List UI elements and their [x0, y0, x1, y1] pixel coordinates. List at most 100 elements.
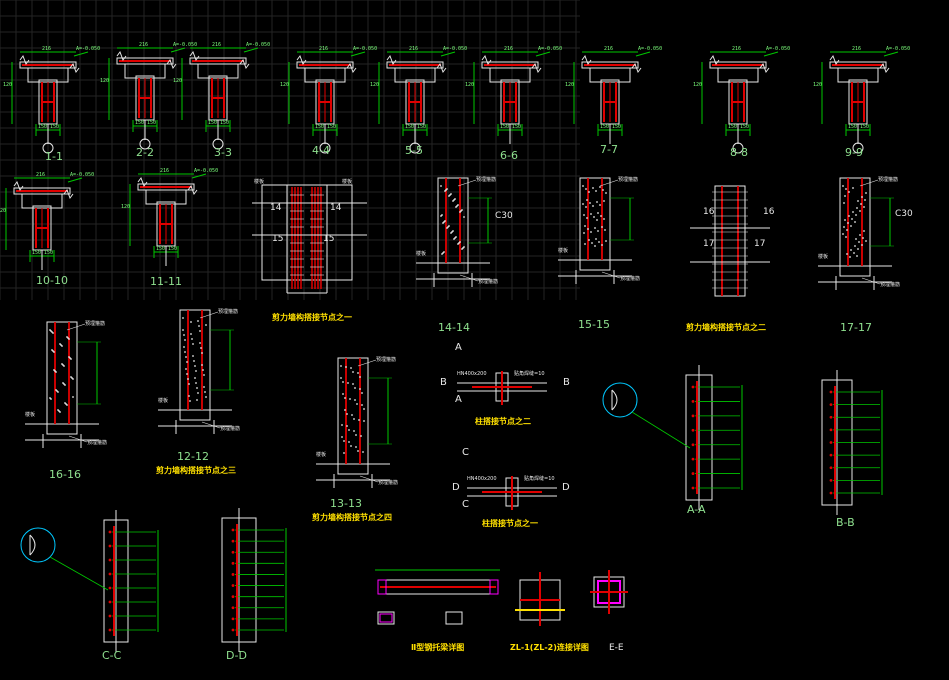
hatch-dot: [72, 396, 74, 398]
node-number: 14: [330, 203, 342, 213]
node-title: 剪力墙构搭接节点之一: [272, 312, 352, 322]
bolt: [108, 530, 112, 534]
hatch-dot: [352, 371, 354, 373]
hatch-dot: [191, 338, 193, 340]
hatch-dot: [597, 230, 599, 232]
hatch-dot: [343, 440, 345, 442]
hatch-dot: [189, 400, 191, 402]
leader-line: [631, 411, 691, 449]
hatch-dot: [448, 225, 450, 227]
hatch-dot: [584, 243, 586, 245]
cad-path: [137, 176, 148, 188]
detail-callout: [602, 382, 638, 418]
hatch-dot: [588, 239, 590, 241]
bolt: [108, 572, 112, 576]
hatch-dot: [598, 241, 600, 243]
cad-path: [818, 265, 892, 277]
cad-annotation: 贴角焊缝=10: [514, 370, 545, 377]
cad-annotation: 150 150: [135, 120, 156, 126]
hatch-dot: [594, 245, 596, 247]
hatch-dot: [347, 382, 349, 384]
hatch-dot: [359, 388, 361, 390]
plate-section: [379, 613, 393, 623]
hatch-dot: [188, 383, 190, 385]
hatch-dot: [597, 212, 599, 214]
hatch-dot: [355, 446, 357, 448]
hatch-dot: [582, 203, 584, 205]
section-label: 14-14: [438, 321, 470, 334]
cad-path: [29, 534, 36, 556]
hatch-dot: [343, 452, 345, 454]
hatch-dot: [850, 249, 852, 251]
hatch-dot: [584, 225, 586, 227]
dim-line: [191, 173, 207, 179]
hatch-dot: [857, 248, 859, 250]
hatch-dot: [201, 352, 203, 354]
hatch-dot: [203, 374, 205, 376]
hatch-dot: [599, 186, 601, 188]
hatch-dot: [182, 317, 184, 319]
bolt: [231, 628, 235, 632]
cad-path: [436, 62, 447, 74]
hatch-dot: [596, 219, 598, 221]
cad-path: [166, 58, 177, 70]
hatch-dot: [205, 396, 207, 398]
dim-line: [883, 51, 899, 57]
hatch-dot: [585, 206, 587, 208]
hatch-dot: [842, 185, 844, 187]
end-plate: [489, 579, 499, 595]
section-label: 5-5: [405, 144, 423, 157]
hatch-dot: [848, 191, 850, 193]
cad-rect: [839, 177, 871, 267]
cad-annotation: 预埋箍筋: [880, 281, 900, 288]
cad-rect: [445, 611, 463, 625]
cad-annotation: 楼板: [158, 397, 168, 404]
bolt: [691, 400, 695, 403]
end-plate: [377, 579, 387, 595]
hatch-dot: [195, 382, 197, 384]
hatch-dot: [859, 210, 861, 212]
cad-path: [386, 54, 397, 66]
hatch-dot: [582, 185, 584, 187]
cad-annotation: A=-0.050: [353, 46, 377, 52]
bolt: [691, 486, 695, 490]
hatch-dot: [463, 246, 465, 248]
hatch-dot: [359, 376, 361, 378]
hatch-dot: [848, 215, 850, 217]
cad-annotation: 楼板: [558, 247, 568, 254]
bolt: [829, 466, 833, 470]
hatch-dot: [858, 241, 860, 243]
dim-line: [73, 51, 89, 57]
cad-path: [829, 54, 840, 66]
node-title: 柱搭接节点之一: [482, 518, 538, 528]
hatch-dot: [355, 434, 357, 436]
section-label: 6-6: [500, 149, 518, 162]
hatch-dot: [603, 200, 605, 202]
cad-annotation: 楼板: [254, 178, 264, 185]
bolt: [691, 472, 695, 475]
hatch-dot: [857, 200, 859, 202]
hatch-dot: [595, 238, 597, 240]
cad-annotation: A=-0.050: [76, 46, 100, 52]
hatch-dot: [591, 242, 593, 244]
bolt: [691, 428, 695, 432]
bolt: [829, 453, 833, 457]
node-title: Ⅱ型钢托梁详图: [411, 642, 464, 652]
cad-annotation: A=-0.050: [70, 172, 94, 178]
hatch-dot: [859, 234, 861, 236]
cad-path: [581, 54, 592, 66]
hatch-dot: [346, 413, 348, 415]
hatch-dot: [843, 226, 845, 228]
section-label: 1-1: [45, 150, 63, 163]
hatch-dot: [357, 372, 359, 374]
cut-letter: B: [440, 377, 447, 388]
hatch-dot: [361, 392, 363, 394]
bolt: [231, 550, 235, 554]
hatch-dot: [185, 356, 187, 358]
hatch-dot: [865, 192, 867, 194]
hatch-dot: [440, 185, 442, 187]
hatch-dot: [590, 231, 592, 233]
cad-annotation: 120: [465, 82, 474, 88]
bolt: [829, 415, 833, 419]
